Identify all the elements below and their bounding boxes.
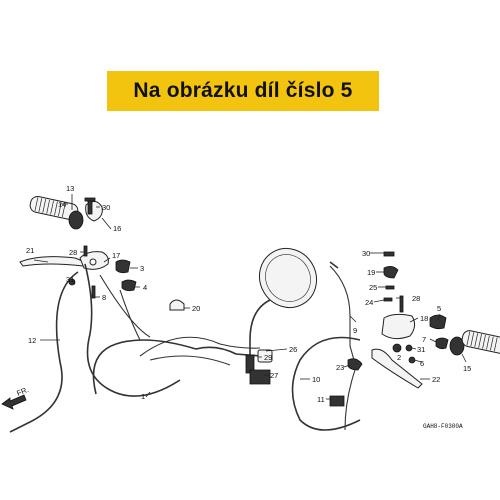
mirror [245,247,318,374]
callout-19: 19 [367,268,375,277]
callout-31-left: 31 [66,275,74,284]
callout-2: 2 [397,353,401,362]
switch-3 [115,259,131,274]
callout-10: 10 [312,375,320,384]
pin-8 [91,285,96,299]
callout-4: 4 [143,283,147,292]
right-grip [449,330,500,356]
callout-14: 14 [58,200,66,209]
callout-22: 22 [432,375,440,384]
callout-30-left: 30 [102,203,110,212]
callout-11: 11 [317,395,325,404]
lever-holder-18 [381,313,416,340]
bolt-30-right [383,251,395,257]
callout-29: 29 [264,353,272,362]
switch-7 [435,337,449,350]
diagram-code: GAH8-F0300A [423,423,463,430]
clamp-11 [329,395,345,407]
callout-24: 24 [365,298,373,307]
callout-18: 18 [420,314,428,323]
switch-19 [383,266,399,279]
callout-1: 1 [141,392,145,401]
callout-15: 15 [463,364,471,373]
front-direction-arrow: FR. [1,385,30,410]
callout-7: 7 [422,335,426,344]
front-direction-label: FR. [15,385,30,398]
left-lever-21 [19,256,86,267]
switch-4 [121,279,137,292]
callout-27: 27 [270,371,278,380]
callout-17: 17 [112,251,120,260]
washer-31-right [405,344,413,352]
adjuster-29 [257,349,273,363]
right-lever-22 [371,348,423,389]
callout-20: 20 [192,304,200,313]
callout-28-left: 28 [69,248,77,257]
part-number-banner: Na obrázku díl číslo 5 [107,71,379,111]
callout-8: 8 [102,293,106,302]
left-grip [29,195,84,230]
bolt-28-left [83,245,88,257]
callout-12: 12 [28,336,36,345]
adjuster-27 [249,369,271,385]
callout-25: 25 [369,283,377,292]
leader-lines [33,194,467,400]
bolt-24 [383,297,393,302]
banner-text: Na obrázku díl číslo 5 [133,79,353,102]
cap-20 [169,299,185,311]
pin-28-right [399,295,404,313]
callout-6: 6 [420,359,424,368]
callout-23: 23 [336,363,344,372]
callout-16: 16 [113,224,121,233]
callout-26: 26 [289,345,297,354]
callout-31-right: 31 [417,345,425,354]
callout-30-right: 30 [362,249,370,258]
bolt-25 [385,285,395,290]
clamp-23 [347,358,363,371]
callout-labels: 13 14 30 16 21 28 17 3 31 4 8 20 12 1 26… [26,184,471,404]
callout-21: 21 [26,246,34,255]
bolt-30-left [84,197,96,215]
callout-9: 9 [353,326,357,335]
callout-28-right: 28 [412,294,420,303]
callout-13: 13 [66,184,74,193]
callout-5: 5 [437,304,441,313]
switch-5 [429,314,447,330]
callout-3: 3 [140,264,144,273]
